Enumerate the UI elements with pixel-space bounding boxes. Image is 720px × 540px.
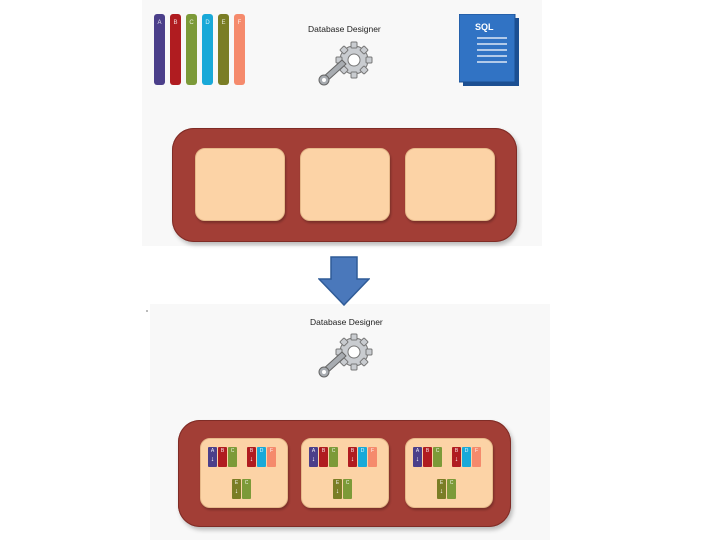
projection-column-letter: C [449,480,454,486]
projection-column-letter: C [244,480,249,486]
sort-arrow-icon: ↓ [234,488,239,495]
sort-arrow-icon: ↓ [415,456,420,463]
column-bar-c: C [186,14,197,85]
database-container-top [172,128,517,242]
projection-column-letter: E [335,480,340,486]
projection-column-b: B↓ [348,447,357,467]
projection-column-letter: B [454,448,459,454]
sort-arrow-icon: ↓ [350,456,355,463]
gear-wrench-icon [318,333,373,378]
projection-column-letter: B [350,448,355,454]
projection-column-letter: B [249,448,254,454]
projection-column-letter: A [210,448,215,454]
projection-column-letter: D [259,448,264,454]
column-letter: B [173,20,178,26]
projection-column-e: E↓ [437,479,446,499]
projection-column-b: B↓ [452,447,461,467]
projection-column-c: C [228,447,237,467]
projection-column-e: E↓ [333,479,342,499]
column-bar-a: A [154,14,165,85]
projection-column-b: B [218,447,227,467]
column-bar-d: D [202,14,213,85]
projection-column-f: F [368,447,377,467]
column-letter: A [157,20,162,26]
projection-column-b: B [423,447,432,467]
sort-arrow-icon: ↓ [335,488,340,495]
projection-column-a: A↓ [413,447,422,467]
projection-column-f: F [267,447,276,467]
projection-column-c: C [343,479,352,499]
empty-slot [195,148,285,221]
database-designer-label-top: Database Designer [308,24,381,34]
down-arrow-icon [318,256,370,306]
projection-column-letter: F [370,448,375,454]
projection-column-letter: B [220,448,225,454]
projection-column-d: D [358,447,367,467]
column-bar-e: E [218,14,229,85]
projection-column-c: C [447,479,456,499]
projection-column-letter: D [360,448,365,454]
projection-column-b: B [319,447,328,467]
projection-column-letter: C [230,448,235,454]
projection-column-c: C [329,447,338,467]
column-bar-f: F [234,14,245,85]
projection-column-c: C [433,447,442,467]
column-bars: A B C D E F [154,14,245,85]
projection-column-letter: E [234,480,239,486]
column-letter: F [237,20,242,26]
projection-column-d: D [257,447,266,467]
sort-arrow-icon: ↓ [439,488,444,495]
projection-column-c: C [242,479,251,499]
projection-column-letter: B [425,448,430,454]
sort-arrow-icon: ↓ [454,456,459,463]
projection-column-letter: A [415,448,420,454]
sql-document-icon [459,14,519,86]
projection-column-letter: C [331,448,336,454]
column-letter: C [189,20,194,26]
column-bar-b: B [170,14,181,85]
projection-column-letter: F [269,448,274,454]
sort-arrow-icon: ↓ [249,456,254,463]
projection-column-letter: C [435,448,440,454]
stray-dot [146,310,148,312]
sort-arrow-icon: ↓ [210,456,215,463]
sql-label: SQL [475,22,494,32]
projection-column-letter: D [464,448,469,454]
projection-column-f: F [472,447,481,467]
projection-column-a: A↓ [208,447,217,467]
gear-wrench-icon [318,41,373,86]
database-designer-label-bottom: Database Designer [310,317,383,327]
projection-column-letter: A [311,448,316,454]
projection-column-letter: E [439,480,444,486]
projection-column-b: B↓ [247,447,256,467]
sort-arrow-icon: ↓ [311,456,316,463]
projection-column-a: A↓ [309,447,318,467]
projection-column-e: E↓ [232,479,241,499]
column-letter: E [221,20,226,26]
projection-column-letter: C [345,480,350,486]
empty-slot [300,148,390,221]
projection-column-letter: B [321,448,326,454]
projection-column-d: D [462,447,471,467]
column-letter: D [205,20,210,26]
empty-slot [405,148,495,221]
projection-column-letter: F [474,448,479,454]
